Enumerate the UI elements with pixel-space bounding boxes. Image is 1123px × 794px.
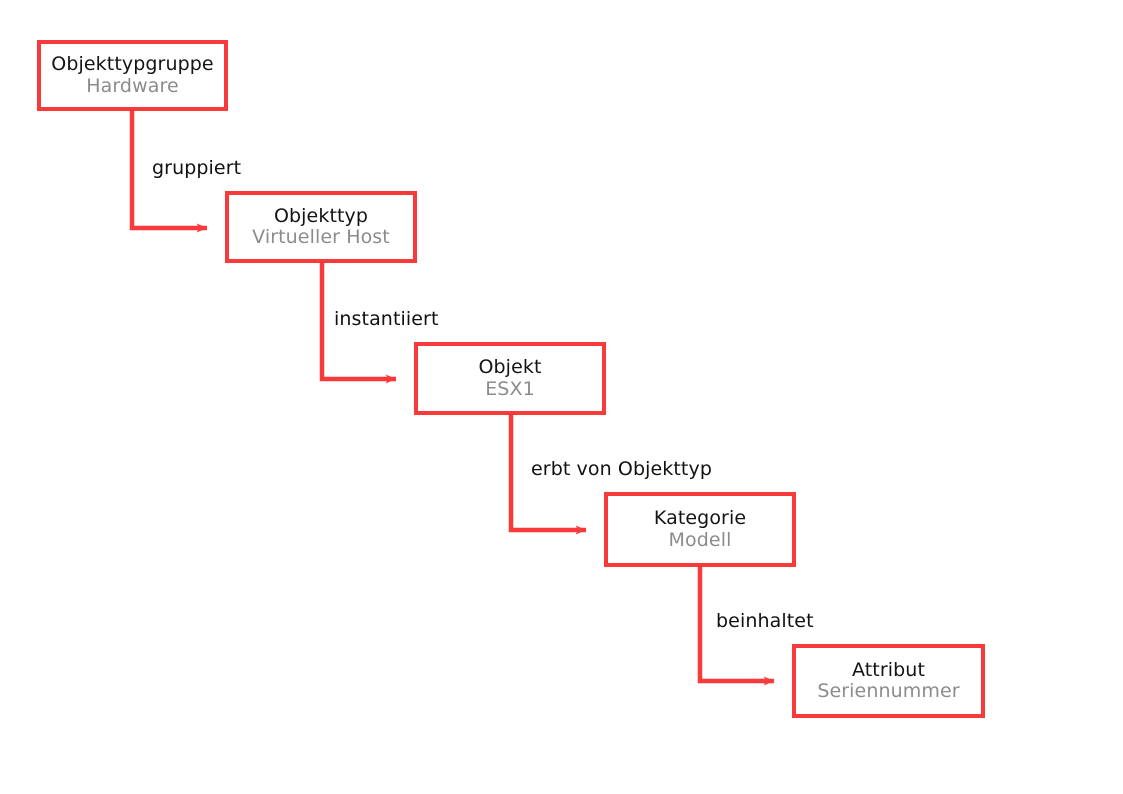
node-title: Objekttypgruppe — [51, 53, 214, 76]
node-objekttyp[interactable]: Objekttyp Virtueller Host — [225, 191, 417, 263]
node-objekt[interactable]: Objekt ESX1 — [414, 342, 606, 415]
node-attribut[interactable]: Attribut Seriennummer — [792, 644, 985, 718]
node-objekttypgruppe[interactable]: Objekttypgruppe Hardware — [37, 40, 228, 111]
node-subtitle: ESX1 — [485, 377, 535, 400]
edge-label-instantiiert: instantiiert — [334, 308, 439, 330]
node-title: Attribut — [851, 658, 925, 681]
node-subtitle: Seriennummer — [817, 680, 960, 702]
node-title: Objekt — [478, 356, 542, 379]
edge-label-erbt-von-objekttyp: erbt von Objekttyp — [531, 458, 712, 480]
node-subtitle: Hardware — [86, 74, 179, 97]
node-kategorie[interactable]: Kategorie Modell — [604, 492, 796, 567]
edge-label-gruppiert: gruppiert — [152, 157, 242, 179]
edge-label-beinhaltet: beinhaltet — [716, 610, 814, 632]
node-title: Kategorie — [653, 507, 747, 530]
node-title: Objekttyp — [273, 204, 369, 227]
node-subtitle: Modell — [668, 528, 732, 551]
node-subtitle: Virtueller Host — [252, 226, 390, 248]
